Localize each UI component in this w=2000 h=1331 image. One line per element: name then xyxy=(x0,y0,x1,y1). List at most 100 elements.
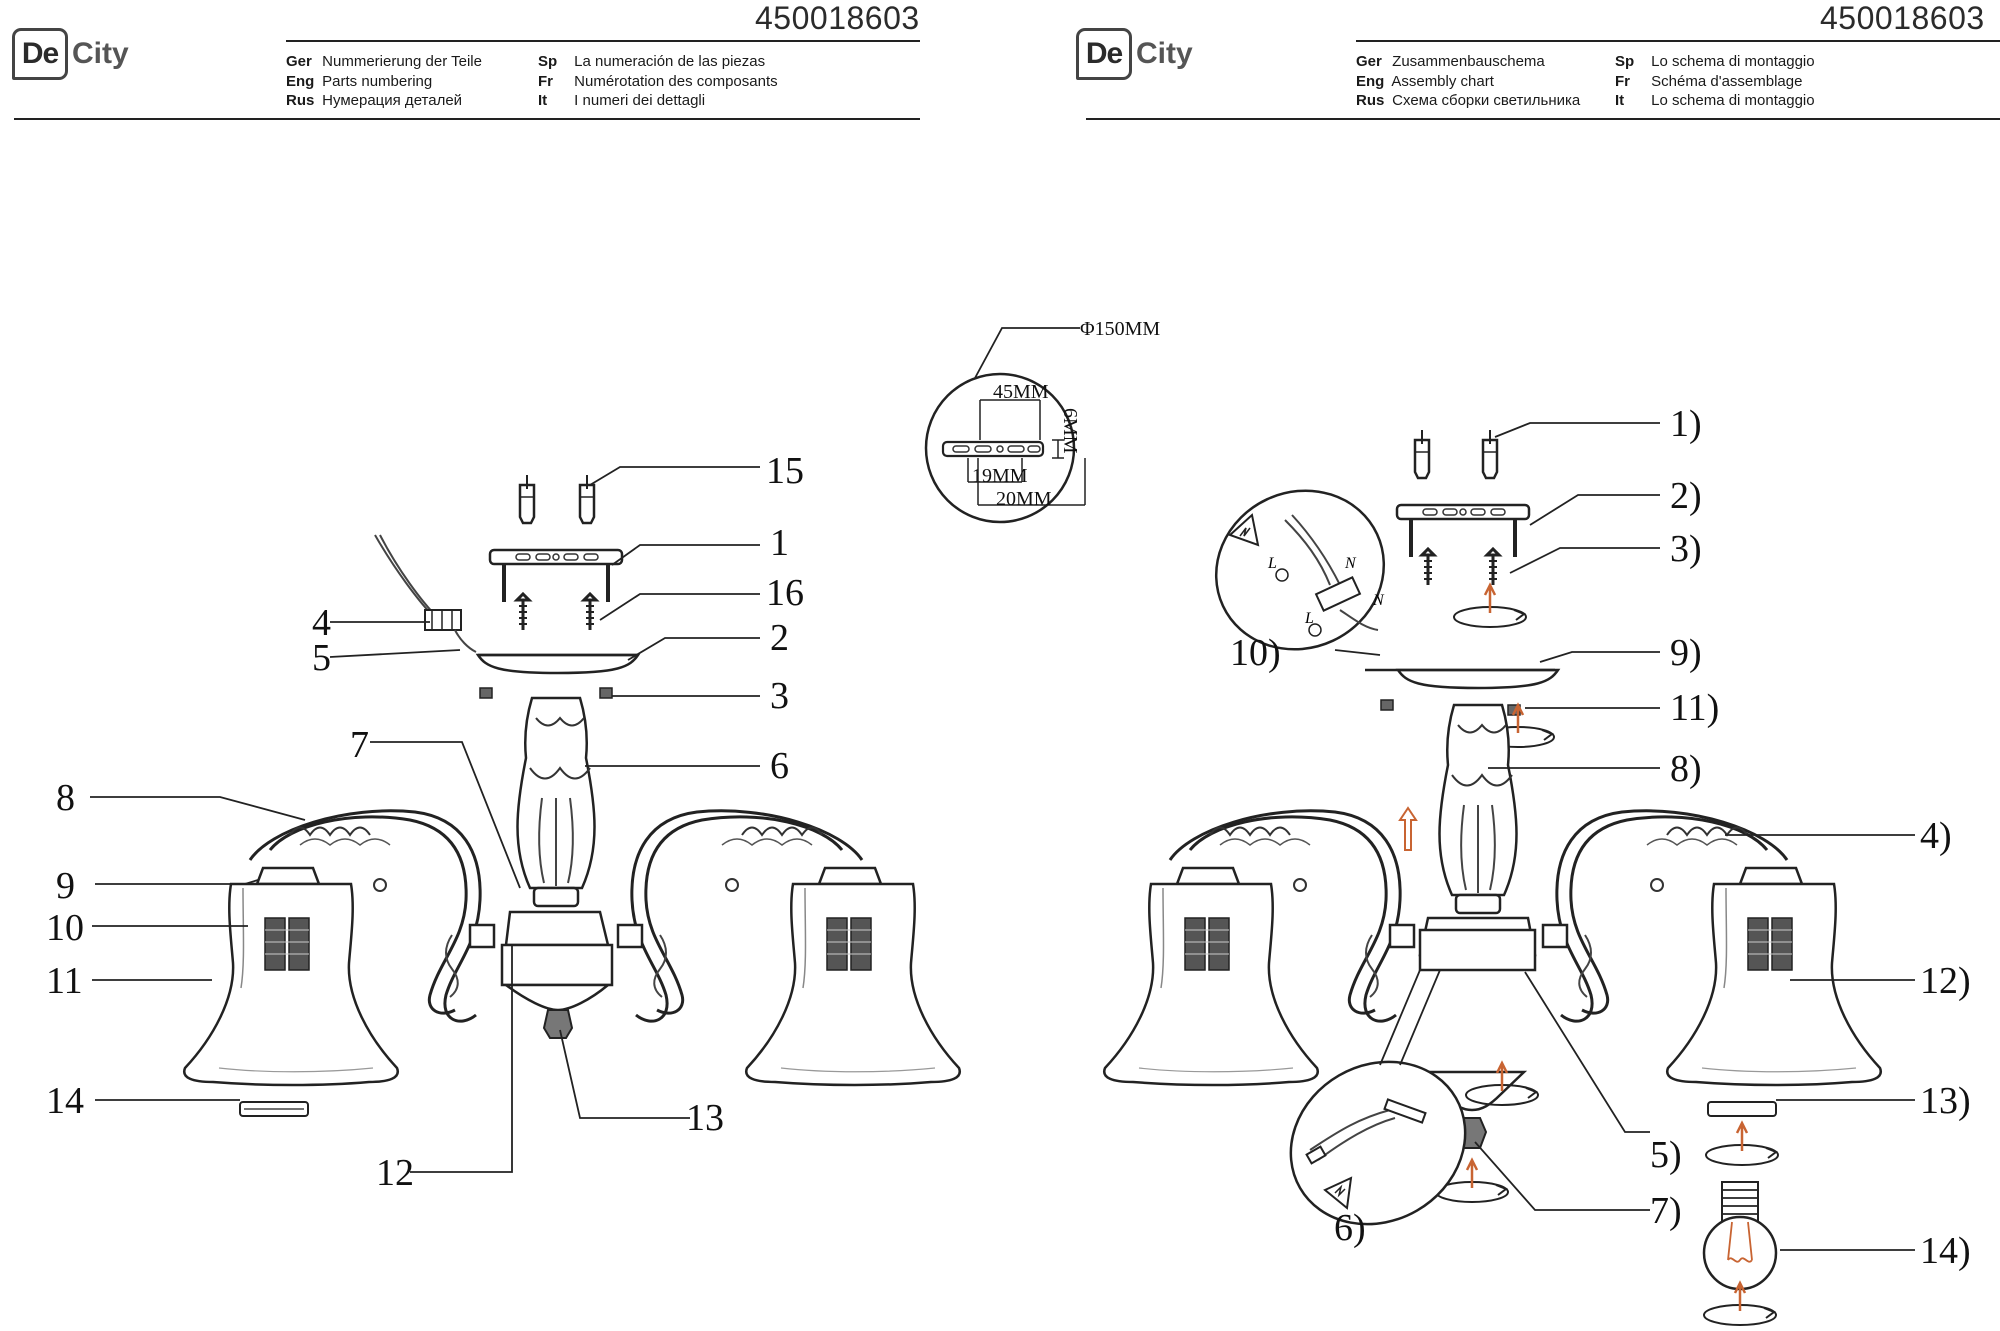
rotate-arrow-icon xyxy=(1452,583,1528,629)
logo-city: City xyxy=(1136,37,1193,70)
header-line: Sp Lo schema di montaggio xyxy=(1615,53,1815,70)
part-label: 8 xyxy=(56,777,75,819)
header-line: Rus Нумерация деталей xyxy=(286,92,463,109)
canopy-nut xyxy=(479,687,493,699)
dim-6mm: 6MM xyxy=(1059,408,1081,454)
step-label: 13) xyxy=(1920,1080,1971,1122)
warning-icon xyxy=(1228,513,1260,547)
mounting-screw xyxy=(1485,547,1501,587)
neutral-letter: N xyxy=(1344,555,1357,572)
neutral-letter: N xyxy=(1372,592,1385,609)
part-label: 14 xyxy=(46,1080,84,1122)
header-line: Rus Схема сборки светильника xyxy=(1356,92,1581,109)
dim-20mm: 20MM xyxy=(996,488,1052,510)
logo-frame: De xyxy=(1076,28,1132,80)
mounting-screw xyxy=(1420,547,1436,587)
step-label: 7) xyxy=(1650,1190,1682,1232)
wall-anchor xyxy=(1413,428,1431,480)
part-label: 4 xyxy=(312,602,331,644)
part-label: 9 xyxy=(56,865,75,907)
step-label: 2) xyxy=(1670,475,1702,517)
light-bulb-icon xyxy=(1702,1181,1778,1291)
diameter-label: Φ150MM xyxy=(1080,318,1160,340)
leader-lines xyxy=(90,466,760,1173)
finial xyxy=(542,1009,574,1039)
part-label: 1 xyxy=(770,522,789,564)
header-rule-bottom xyxy=(1086,118,2000,120)
header-line: Sp La numeración de las piezas xyxy=(538,53,766,70)
part-label: 7 xyxy=(350,724,369,766)
logo-de: De xyxy=(1085,37,1123,70)
logo-city: City xyxy=(72,37,129,70)
mounting-bracket xyxy=(488,548,624,604)
header-line: Eng Parts numbering xyxy=(286,72,433,90)
part-label: 13 xyxy=(686,1097,724,1139)
live-letter: L xyxy=(1267,555,1277,572)
part-label: 16 xyxy=(766,572,804,614)
part-label: 2 xyxy=(770,617,789,659)
header-line: It I numeri dei dettagli xyxy=(538,92,706,109)
logo-de: De xyxy=(21,37,59,70)
part-label: 6 xyxy=(770,745,789,787)
part-label: 12 xyxy=(376,1152,414,1194)
arm-hub xyxy=(504,910,610,947)
ceiling-canopy xyxy=(476,653,640,675)
assembly-chart-page: De City 450018603 Ger Zusammenbauschema … xyxy=(1070,0,2000,1331)
parts-numbering-page: De City 450018603 Ger Nummerierung der T… xyxy=(12,0,920,120)
mounting-screw xyxy=(582,592,598,632)
shade-ring xyxy=(1707,1101,1777,1117)
connection-detail xyxy=(1289,1060,1467,1226)
step-label: 1) xyxy=(1670,403,1702,445)
brand-logo: De City xyxy=(12,28,129,80)
ground-icon xyxy=(1308,623,1322,637)
leader-lines xyxy=(1334,422,1915,1251)
up-arrow-icon xyxy=(1398,806,1418,851)
step-label: 10) xyxy=(1230,632,1281,674)
terminal-block xyxy=(424,609,462,631)
product-code: 450018603 xyxy=(1820,0,1985,36)
part-label: 11 xyxy=(46,960,83,1002)
header-col-1: Ger Nummerierung der Teile Eng Parts num… xyxy=(286,52,482,111)
product-code: 450018603 xyxy=(755,0,920,36)
right-part-labels: 1) 2) 3) 10) 9) 11) 8) 4) 12) 13) 5) 7) … xyxy=(1230,403,1971,1272)
step-label: 3) xyxy=(1670,528,1702,570)
parts-numbering-drawing xyxy=(90,466,962,1173)
mounting-screw xyxy=(515,592,531,632)
glass-shade xyxy=(744,866,962,1087)
part-label: 10 xyxy=(46,907,84,949)
warning-icon xyxy=(1323,1176,1353,1210)
logo-frame: De xyxy=(12,28,68,80)
wiring-detail xyxy=(1214,489,1386,651)
part-label: 3 xyxy=(770,675,789,717)
header-col-2: Sp Lo schema di montaggio Fr Schéma d'as… xyxy=(1615,52,1815,111)
glass-shade xyxy=(1102,866,1320,1087)
mounting-bracket xyxy=(1395,503,1531,559)
header-line: It Lo schema di montaggio xyxy=(1615,92,1815,109)
wall-anchor xyxy=(518,473,536,525)
ground-icon xyxy=(1275,568,1289,582)
wall-anchor xyxy=(1481,428,1499,480)
header-rule-bottom xyxy=(14,118,920,120)
rotate-arrow-icon xyxy=(1702,1281,1778,1327)
decorative-stem xyxy=(516,696,596,908)
decorative-stem xyxy=(1438,703,1518,915)
glass-shade xyxy=(1665,866,1883,1087)
bracket-detail: Φ150MM 45MM 6MM 19MM 20MM xyxy=(924,318,1160,524)
step-label: 12) xyxy=(1920,960,1971,1002)
header-rule-top xyxy=(1356,40,2000,42)
step-label: 4) xyxy=(1920,815,1952,857)
step-label: 8) xyxy=(1670,748,1702,790)
canopy-nut xyxy=(599,687,613,699)
header-line: Ger Zusammenbauschema xyxy=(1356,53,1545,70)
rotate-arrow-icon xyxy=(1704,1121,1780,1167)
assembly-chart-drawing: L N L N xyxy=(1102,422,1915,1327)
wall-anchor xyxy=(578,473,596,525)
step-label: 5) xyxy=(1650,1134,1682,1176)
dim-45mm: 45MM xyxy=(993,381,1049,403)
brand-logo: De City xyxy=(1076,28,1193,80)
header-col-2: Sp La numeración de las piezas Fr Numéro… xyxy=(538,52,778,111)
step-label: 14) xyxy=(1920,1230,1971,1272)
header-line: Fr Numérotation des composants xyxy=(538,72,778,90)
ceiling-canopy xyxy=(1396,668,1560,690)
